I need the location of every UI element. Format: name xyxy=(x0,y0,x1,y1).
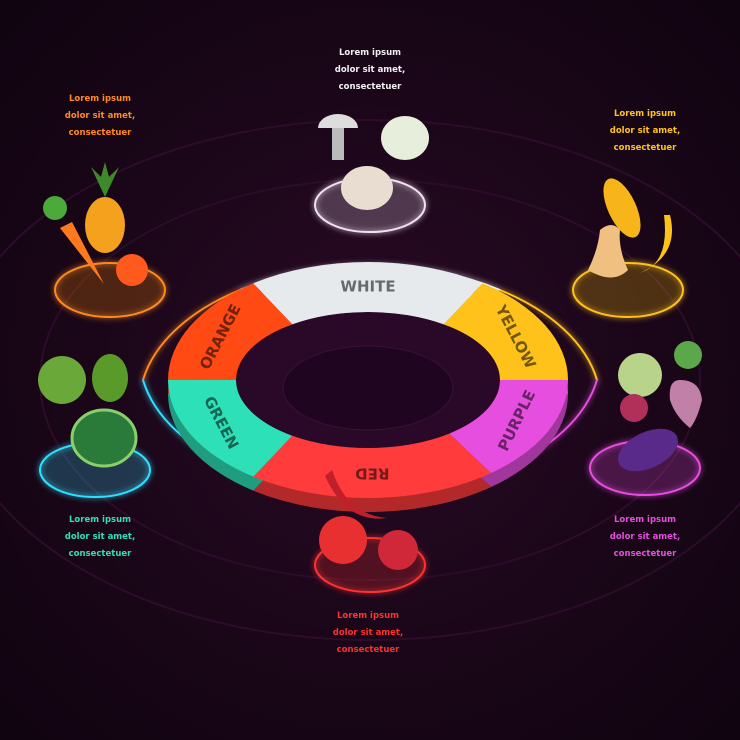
plate-orange xyxy=(54,262,166,318)
pineapple-leaves xyxy=(91,162,119,197)
apple-icon xyxy=(378,530,418,570)
caption-line: consectetuer xyxy=(68,128,132,138)
caption-orange: Lorem ipsum dolor sit amet, consectetuer xyxy=(20,91,180,142)
beet-icon xyxy=(669,380,702,428)
caption-yellow: Lorem ipsum dolor sit amet, consectetuer xyxy=(565,106,725,157)
corn-icon xyxy=(603,178,641,238)
caption-white: Lorem ipsum dolor sit amet, consectetuer xyxy=(290,45,450,96)
caption-line: Lorem ipsum xyxy=(614,515,676,525)
caption-line: dolor sit amet, xyxy=(64,111,136,121)
wheel-segment-white xyxy=(253,262,483,325)
caption-line: consectetuer xyxy=(338,82,402,92)
wheel-label-red: RED xyxy=(355,464,389,482)
caption-line: Lorem ipsum xyxy=(337,611,399,621)
glow-plate xyxy=(54,262,166,318)
watermelon-icon xyxy=(70,408,138,468)
caption-green: Lorem ipsum dolor sit amet, consectetuer xyxy=(20,512,180,563)
pepper-icon xyxy=(92,354,128,402)
plate-yellow xyxy=(572,262,684,318)
tomato-icon xyxy=(319,516,367,564)
tomato-orange-icon xyxy=(116,254,148,286)
squash-icon xyxy=(588,225,628,278)
chili-icon xyxy=(325,470,387,519)
caption-line: consectetuer xyxy=(68,549,132,559)
caption-line: dolor sit amet, xyxy=(334,65,406,75)
wheel-segment-green xyxy=(168,380,293,477)
wheel-segment-red xyxy=(253,433,492,498)
caption-line: dolor sit amet, xyxy=(609,532,681,542)
wheel-segment-yellow xyxy=(443,283,568,380)
caption-line: dolor sit amet, xyxy=(64,532,136,542)
caption-line: consectetuer xyxy=(613,143,677,153)
garlic-icon xyxy=(341,166,393,210)
wheel-label-white: WHITE xyxy=(340,278,395,296)
radish-icon xyxy=(620,394,648,422)
caption-line: dolor sit amet, xyxy=(332,628,404,638)
wheel-segment-purple xyxy=(449,380,568,473)
caption-line: Lorem ipsum xyxy=(614,109,676,119)
wheel-segment-orange xyxy=(168,283,293,380)
broccoli-icon xyxy=(38,356,86,404)
banana-icon xyxy=(640,215,672,273)
caption-line: consectetuer xyxy=(613,549,677,559)
onion-icon xyxy=(381,116,429,160)
mushroom-icon xyxy=(318,114,358,128)
caption-purple: Lorem ipsum dolor sit amet, consectetuer xyxy=(565,512,725,563)
caption-line: Lorem ipsum xyxy=(69,515,131,525)
caption-line: consectetuer xyxy=(336,645,400,655)
caption-line: Lorem ipsum xyxy=(339,48,401,58)
caption-line: Lorem ipsum xyxy=(69,94,131,104)
caption-line: dolor sit amet, xyxy=(609,126,681,136)
glow-plate xyxy=(572,262,684,318)
carrot-leaves xyxy=(43,196,67,220)
carrot-icon xyxy=(60,222,104,284)
lettuce-icon xyxy=(618,353,662,397)
eggplant-icon xyxy=(618,428,678,472)
pineapple-icon xyxy=(85,197,125,253)
mushroom-stem xyxy=(332,128,344,160)
caption-red: Lorem ipsum dolor sit amet, consectetuer xyxy=(288,608,448,659)
wheel-center-inner xyxy=(282,345,454,431)
beet-leaves xyxy=(674,341,702,369)
